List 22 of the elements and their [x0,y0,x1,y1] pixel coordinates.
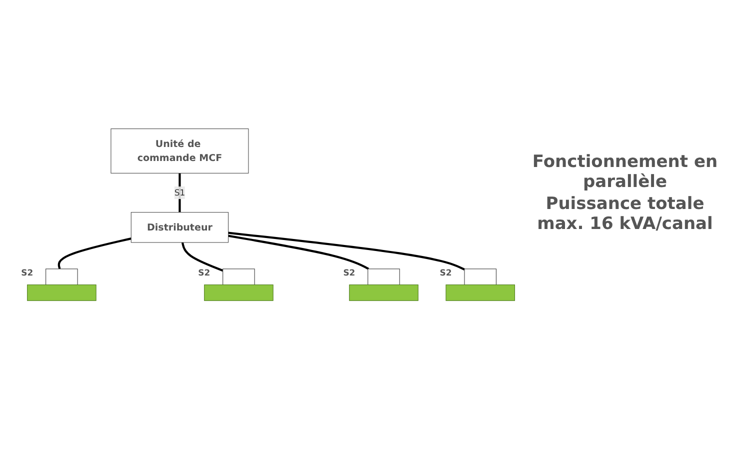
node-box: Unité de commande MCF [110,128,249,174]
node-box: Distributeur [130,212,229,243]
node-bar [27,284,96,301]
note-text: Fonctionnement en parallèle [531,152,719,192]
connector [178,173,181,212]
node-box [368,268,400,286]
node-box [222,268,255,286]
node-label: S2 [198,268,210,278]
edge-label: S1 [174,187,186,198]
note-text: Puissance totale max. 16 kVA/canal [536,194,714,234]
node-bar [204,284,274,301]
node-label: S2 [440,268,452,278]
connector [58,238,132,270]
node-bar [446,284,515,301]
node-label: S2 [21,268,34,278]
node-box [46,268,78,286]
connector [228,234,370,270]
node-box [464,268,496,286]
node-bar [349,284,418,301]
node-label: S2 [343,268,356,278]
connector [228,232,465,270]
connector [181,242,224,272]
